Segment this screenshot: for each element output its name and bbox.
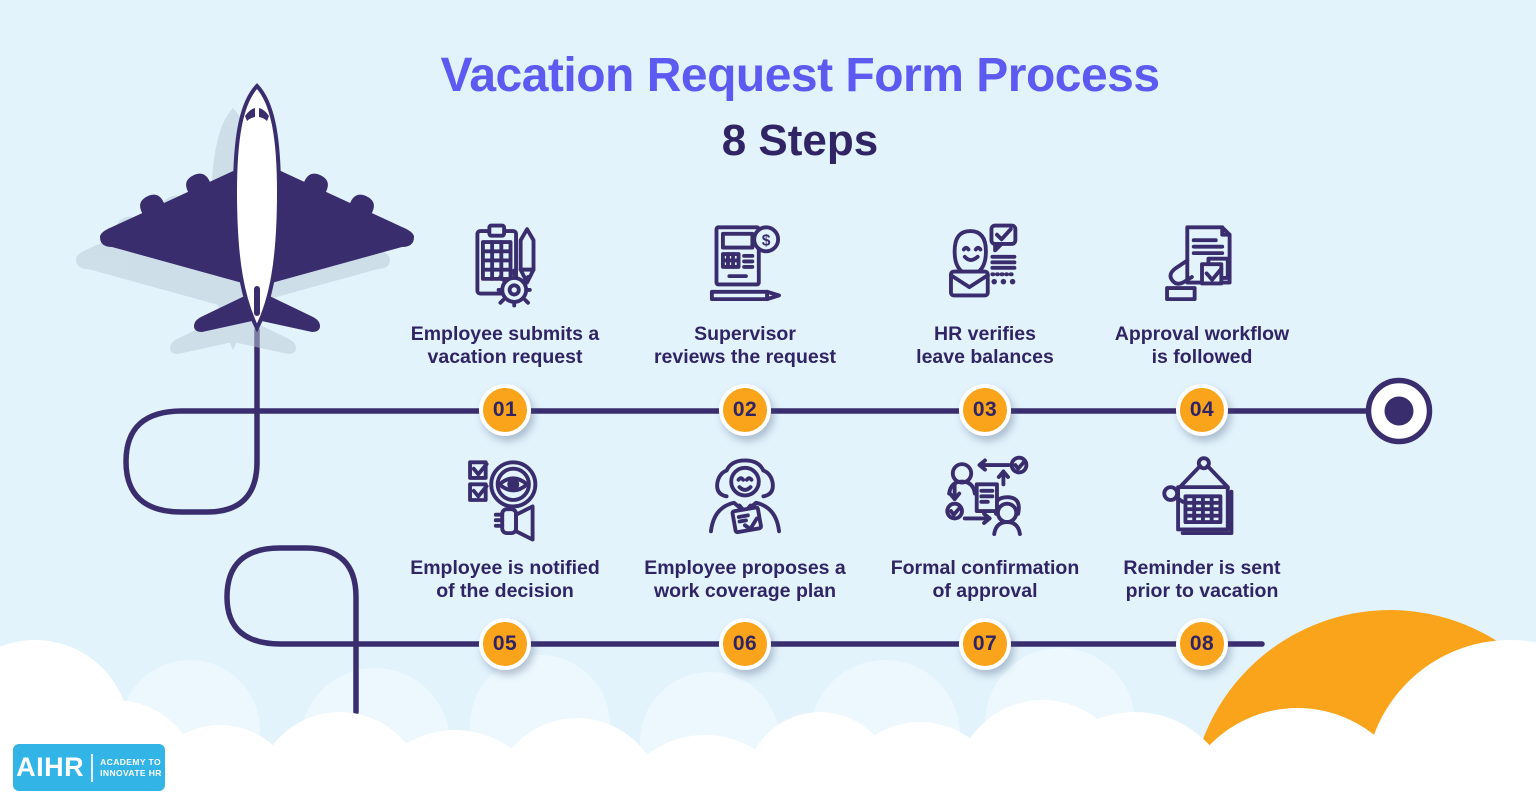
step-1-badge: 01	[479, 384, 531, 436]
timeline-path-row1	[123, 327, 1369, 515]
report-dollar-pen-icon: $	[709, 225, 781, 302]
hr-person-checklist-envelope-icon	[949, 223, 1018, 298]
step-5-label-line1: Employee is notified	[410, 557, 600, 579]
step-6-badge: 06	[719, 618, 771, 670]
step-7-badge: 07	[959, 618, 1011, 670]
aihr-logo-tagline-line2: INNOVATE HR	[100, 767, 162, 778]
step-1-number: 01	[492, 398, 518, 421]
step-7-number: 07	[972, 632, 998, 655]
timeline-path-row2	[224, 545, 1265, 715]
step-5-badge: 05	[479, 618, 531, 670]
employee-clipboard-icon	[709, 458, 781, 535]
step-3-label-line2: leave balances	[916, 346, 1054, 368]
hand-document-check-icon	[1165, 225, 1232, 302]
step-2-number: 02	[732, 398, 758, 421]
clipboard-pencil-gear-icon	[475, 223, 536, 308]
aihr-logo-tagline: ACADEMY TO INNOVATE HR	[100, 757, 162, 778]
step-5-label-line2: of the decision	[436, 580, 574, 602]
step-5-number: 05	[492, 632, 518, 655]
logo-divider	[91, 753, 94, 782]
step-8-badge: 08	[1176, 618, 1228, 670]
step-6-label-line2: work coverage plan	[653, 580, 837, 602]
step-3-badge: 03	[959, 384, 1011, 436]
step-6-label: Employee proposes a work coverage plan	[595, 557, 895, 603]
page-subtitle: 8 Steps	[721, 116, 879, 165]
step-2-label-line1: Supervisor	[694, 323, 796, 345]
step-2-badge: 02	[719, 384, 771, 436]
aihr-logo-brand: AIHR	[16, 752, 85, 782]
step-8-label-line1: Reminder is sent	[1123, 557, 1281, 579]
step-1-label-line1: Employee submits a	[410, 323, 600, 345]
step-7-label-line2: of approval	[932, 580, 1038, 602]
step-6-number: 06	[732, 632, 758, 655]
people-approval-exchange-icon	[945, 455, 1029, 536]
airplane-icon	[56, 84, 436, 376]
end-marker	[1365, 377, 1433, 445]
step-3-number: 03	[972, 398, 998, 421]
dollar-glyph: $	[762, 232, 771, 249]
step-4-badge: 04	[1176, 384, 1228, 436]
step-2-label-line2: reviews the request	[653, 346, 837, 368]
step-6-label-line1: Employee proposes a	[644, 557, 846, 579]
step-4-number: 04	[1189, 398, 1215, 421]
step-3-label: HR verifies leave balances	[835, 323, 1135, 369]
step-8-label: Reminder is sent prior to vacation	[1052, 557, 1352, 603]
step-4-label: Approval workflow is followed	[1052, 323, 1352, 369]
step-2-label: Supervisor reviews the request	[595, 323, 895, 369]
step-4-label-line1: Approval workflow	[1114, 323, 1290, 345]
aihr-logo-tagline-line1: ACADEMY TO	[100, 757, 161, 767]
page-title: Vacation Request Form Process	[440, 49, 1160, 102]
step-1-label-line2: vacation request	[427, 346, 583, 368]
step-5-label: Employee is notified of the decision	[355, 557, 655, 603]
step-4-label-line2: is followed	[1151, 346, 1253, 368]
step-3-label-line1: HR verifies	[934, 323, 1036, 345]
step-7-label-line1: Formal confirmation	[890, 557, 1080, 579]
step-7-label: Formal confirmation of approval	[835, 557, 1135, 603]
aihr-logo: AIHR ACADEMY TO INNOVATE HR	[13, 744, 165, 791]
step-1-label: Employee submits a vacation request	[355, 323, 655, 369]
step-8-number: 08	[1189, 632, 1215, 655]
hanging-calendar-icon	[1162, 456, 1234, 536]
step-8-label-line2: prior to vacation	[1125, 580, 1279, 602]
checklist-eye-announcement-icon	[468, 460, 538, 542]
